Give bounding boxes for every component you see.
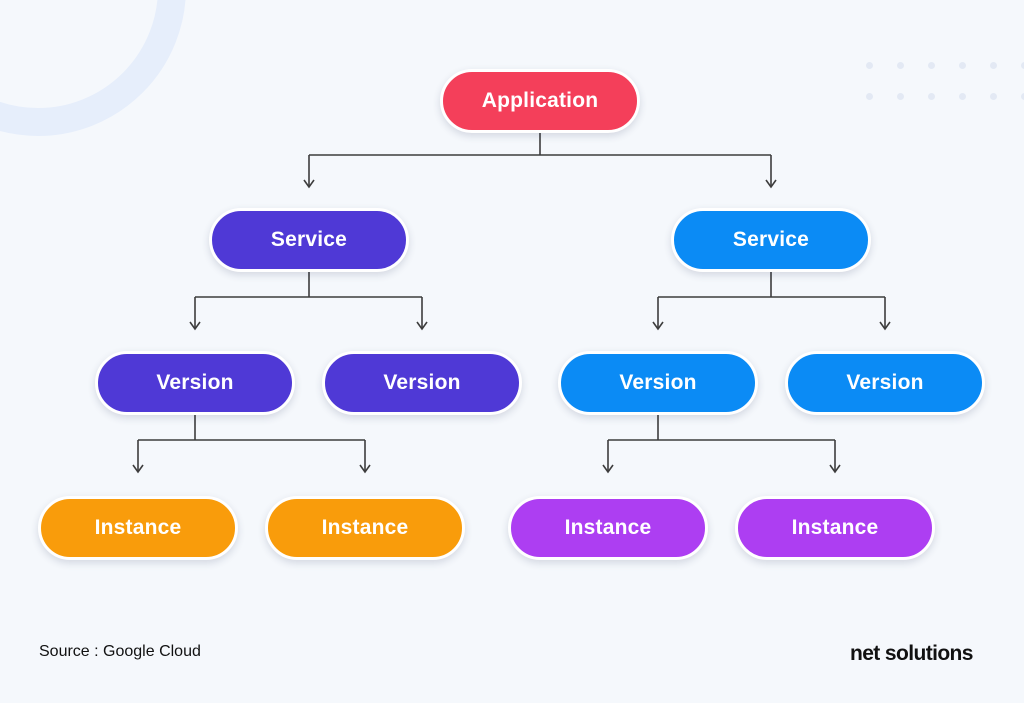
connector-root-arrow-right (765, 179, 777, 189)
node-version-right-2: Version (785, 351, 985, 415)
node-instance-left-2: Instance (265, 496, 465, 560)
connector-root-arrow-left (303, 179, 315, 189)
brand-logo: net solutions (850, 642, 973, 665)
node-version-left-2: Version (322, 351, 522, 415)
source-caption: Source : Google Cloud (39, 643, 201, 660)
decorative-dot (990, 93, 997, 100)
node-instance-right-1: Instance (508, 496, 708, 560)
node-instance-left-1: Instance (38, 496, 238, 560)
decorative-dot (866, 93, 873, 100)
decorative-dot (866, 62, 873, 69)
decorative-dot (959, 93, 966, 100)
node-instance-right-2: Instance (735, 496, 935, 560)
decorative-dot (897, 62, 904, 69)
connector-service-left-arrow-right (416, 321, 428, 331)
decorative-dot (928, 62, 935, 69)
decorative-dot (990, 62, 997, 69)
connector-version-left-arrow-left (132, 464, 144, 474)
connector-version-right-arrow-left (602, 464, 614, 474)
connector-version-left-arrow-right (359, 464, 371, 474)
connector-service-right-arrow-right (879, 321, 891, 331)
connector-service-left-arrow-left (189, 321, 201, 331)
connector-version-right-arrow-right (829, 464, 841, 474)
node-service-left: Service (209, 208, 409, 272)
node-version-right-1: Version (558, 351, 758, 415)
node-service-right: Service (671, 208, 871, 272)
decorative-dot (1021, 62, 1024, 69)
decorative-dot (897, 93, 904, 100)
decorative-dot (959, 62, 966, 69)
connector-service-right-arrow-left (652, 321, 664, 331)
decorative-dot (928, 93, 935, 100)
decorative-dot (1021, 93, 1024, 100)
node-version-left-1: Version (95, 351, 295, 415)
decorative-dot-grid (866, 62, 1024, 102)
node-application: Application (440, 69, 640, 133)
